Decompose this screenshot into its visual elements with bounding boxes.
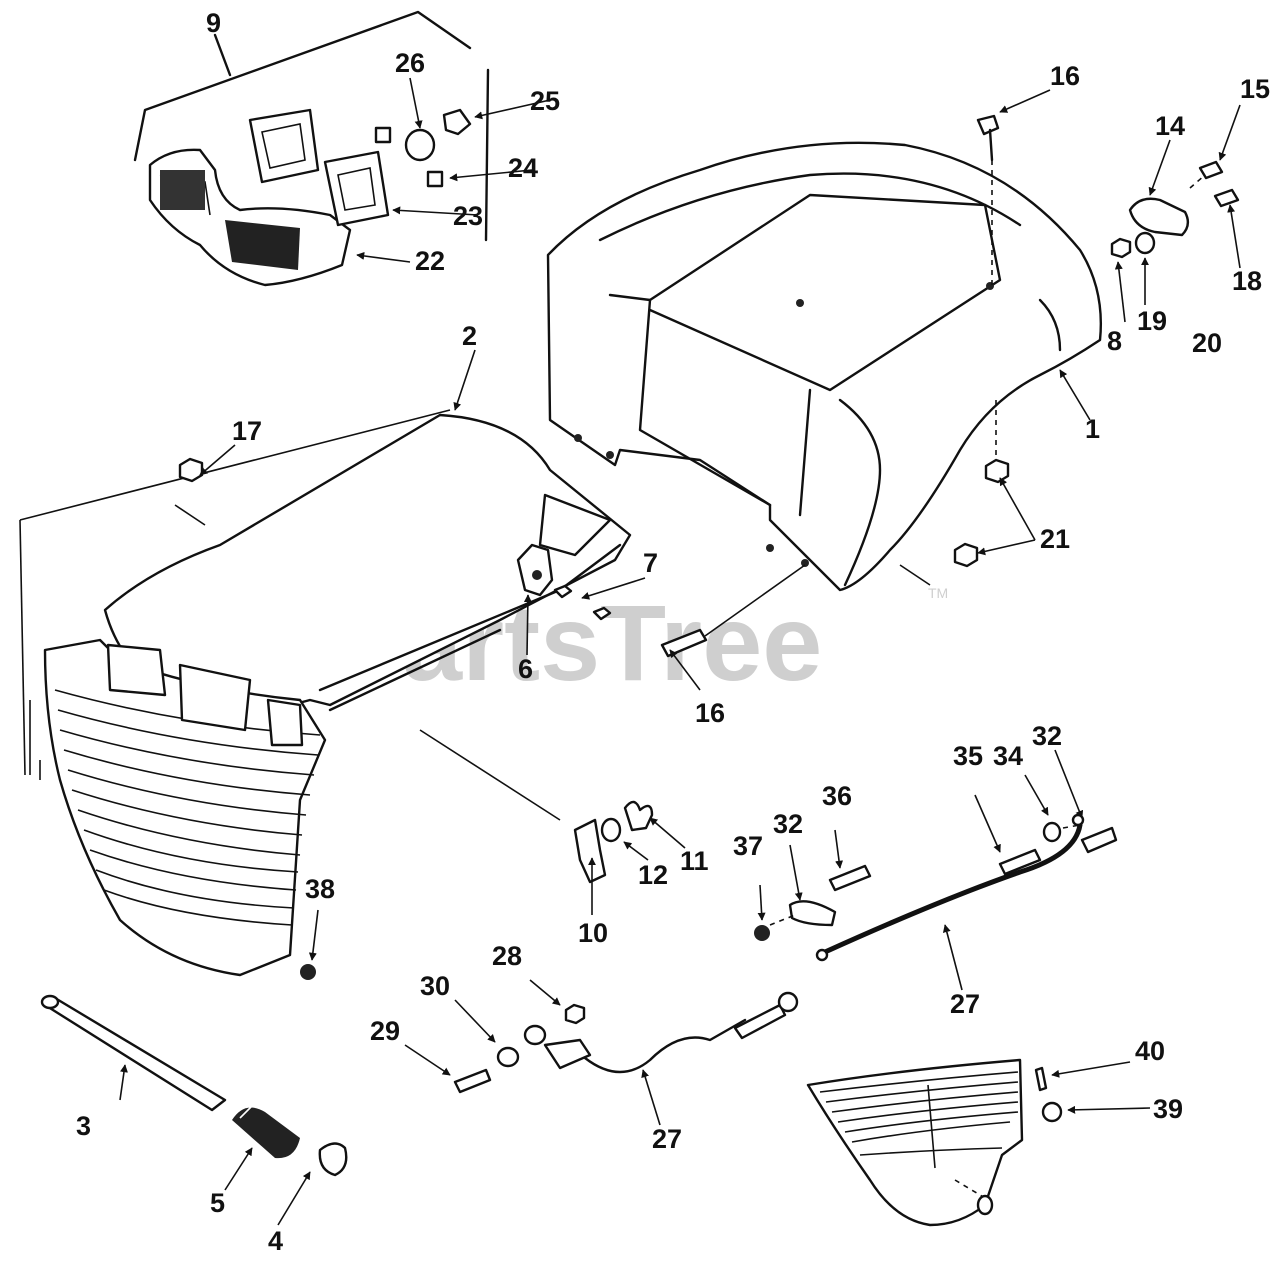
part-label-29: 29 (370, 1016, 400, 1046)
part-label-25: 25 (530, 86, 560, 116)
ground-cable-lower (453, 991, 799, 1094)
part-label-12: 12 (638, 860, 668, 890)
hood-latch (516, 543, 612, 621)
part-label-1: 1 (1085, 414, 1100, 444)
pivot-rod-group (40, 994, 348, 1177)
rear-fender (546, 141, 1102, 592)
part-label-35: 35 (953, 741, 983, 771)
part-label-3: 3 (76, 1111, 91, 1141)
part-label-21: 21 (1040, 524, 1070, 554)
hood (19, 409, 632, 977)
part-label-32: 32 (773, 809, 803, 839)
part-label-26: 26 (395, 48, 425, 78)
part-label-27b: 27 (950, 989, 980, 1019)
part-label-7: 7 (643, 548, 658, 578)
part-label-11: 11 (680, 846, 709, 876)
part-label-24: 24 (508, 153, 538, 183)
part-label-19: 19 (1137, 306, 1167, 336)
part-label-38: 38 (305, 874, 335, 904)
watermark-trademark: TM (928, 585, 948, 601)
part-label-18: 18 (1232, 266, 1262, 296)
part-label-2: 2 (462, 321, 477, 351)
part-label-9: 9 (206, 8, 221, 38)
part-label-34: 34 (993, 741, 1023, 771)
part-label-39: 39 (1153, 1094, 1183, 1124)
part-label-32b: 32 (1032, 721, 1062, 751)
grille-detail (806, 1058, 1063, 1227)
latch-bracket-group (419, 729, 654, 884)
part-label-22: 22 (415, 246, 445, 276)
part-label-16b: 16 (695, 698, 725, 728)
part-label-15: 15 (1240, 74, 1270, 104)
callout-leaders (119, 77, 1241, 1226)
part-label-28: 28 (492, 941, 522, 971)
part-number-labels: 16 15 14 18 19 20 8 1 21 2 17 7 6 16 9 2… (76, 8, 1270, 1256)
headlight-kit (133, 10, 490, 287)
part-label-14: 14 (1155, 111, 1185, 141)
part-label-10: 10 (578, 918, 608, 948)
part-label-30: 30 (420, 971, 450, 1001)
part-label-40: 40 (1135, 1036, 1165, 1066)
part-label-16: 16 (1050, 61, 1080, 91)
part-label-6: 6 (518, 654, 533, 684)
part-label-8: 8 (1107, 326, 1122, 356)
ground-cable-upper (754, 813, 1118, 962)
part-label-20: 20 (1192, 328, 1222, 358)
part-label-17: 17 (232, 416, 262, 446)
part-label-23: 23 (453, 201, 483, 231)
part-label-36: 36 (822, 781, 852, 811)
part-label-37: 37 (733, 831, 763, 861)
part-label-27: 27 (652, 1124, 682, 1154)
part-label-5: 5 (210, 1188, 225, 1218)
mount-plate-group (1110, 160, 1240, 259)
part-label-4: 4 (268, 1226, 283, 1256)
